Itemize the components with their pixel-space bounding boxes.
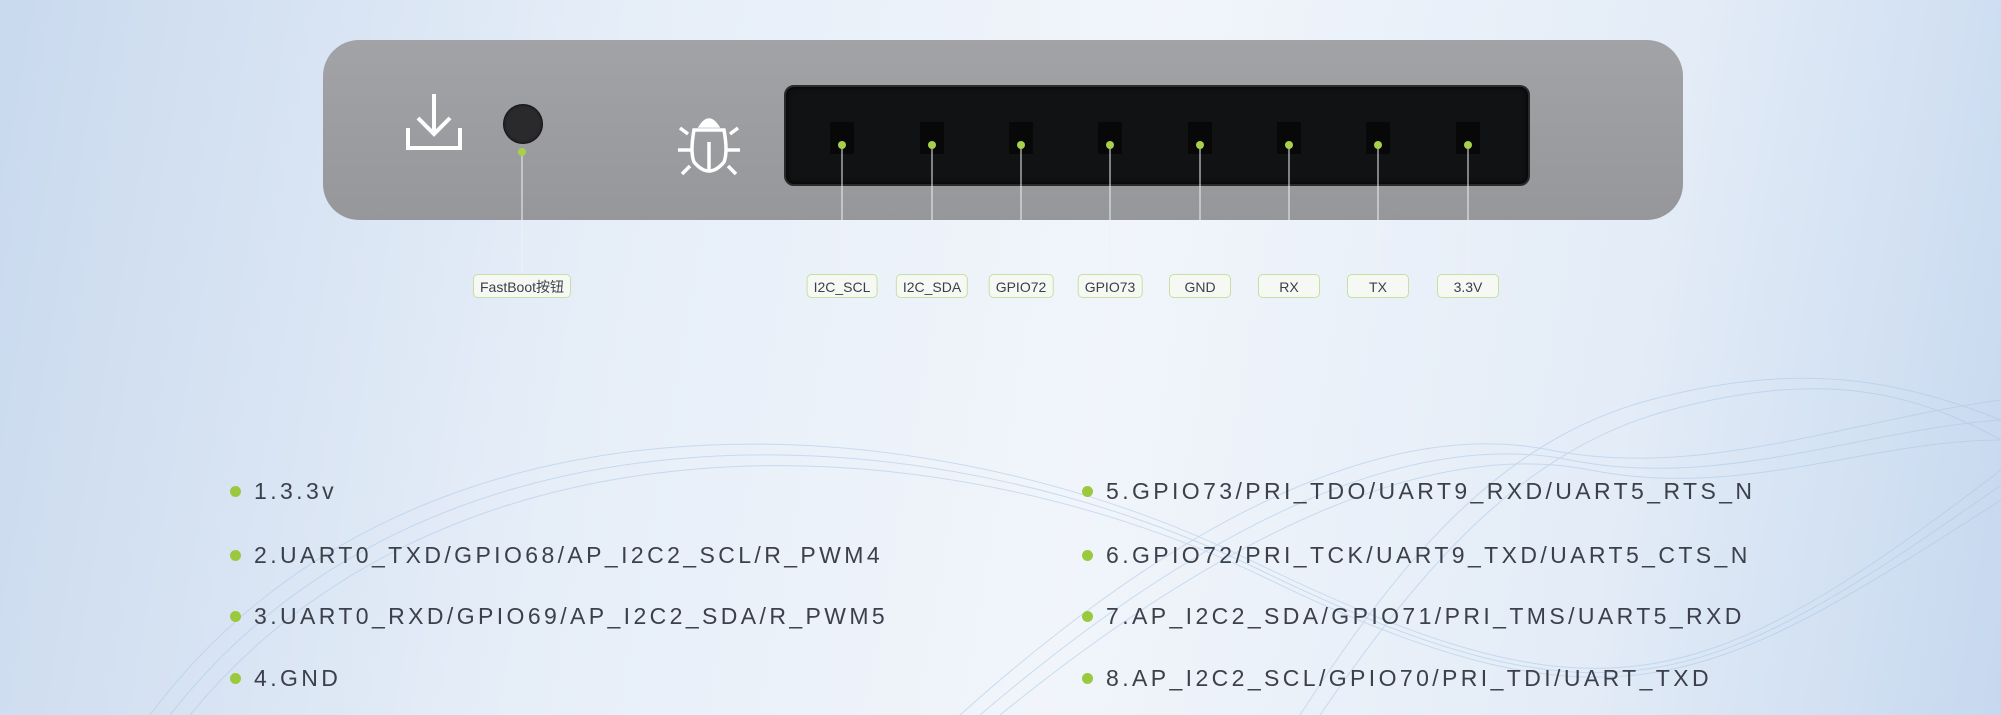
list-item-text: 2.UART0_TXD/GPIO68/AP_I2C2_SCL/R_PWM4 <box>254 541 884 568</box>
list-item-text: 5.GPIO73/PRI_TDO/UART9_RXD/UART5_RTS_N <box>1106 477 1756 504</box>
marker-dot <box>1017 141 1025 149</box>
debug-connector <box>784 85 1530 186</box>
bullet-icon <box>1082 672 1093 684</box>
leader-line <box>841 145 843 274</box>
pin-label: I2C_SDA <box>895 274 969 298</box>
list-item: 1.3.3v <box>230 476 337 506</box>
list-item: 8.AP_I2C2_SCL/GPIO70/PRI_TDI/UART_TXD <box>1082 663 1712 693</box>
bullet-icon <box>1082 485 1093 497</box>
bullet-icon <box>230 672 241 684</box>
leader-line <box>1377 145 1379 274</box>
bullet-icon <box>230 610 241 622</box>
leader-line <box>521 152 523 274</box>
list-item-text: 7.AP_I2C2_SDA/GPIO71/PRI_TMS/UART5_RXD <box>1106 602 1745 629</box>
marker-dot <box>1196 141 1204 149</box>
pin-label: GND <box>1169 274 1231 298</box>
list-item: 5.GPIO73/PRI_TDO/UART9_RXD/UART5_RTS_N <box>1082 476 1755 506</box>
leader-line <box>1109 145 1111 274</box>
bug-icon <box>678 118 740 176</box>
fastboot-button[interactable] <box>503 104 543 144</box>
pin-label: RX <box>1258 274 1320 298</box>
list-item: 4.GND <box>230 663 341 693</box>
leader-line <box>1199 145 1201 274</box>
list-item: 6.GPIO72/PRI_TCK/UART9_TXD/UART5_CTS_N <box>1082 540 1751 570</box>
leader-line <box>1467 145 1469 274</box>
list-item: 7.AP_I2C2_SDA/GPIO71/PRI_TMS/UART5_RXD <box>1082 601 1745 631</box>
leader-line <box>1020 145 1022 274</box>
bullet-icon <box>1082 549 1093 561</box>
fastboot-label: FastBoot按钮 <box>472 274 572 298</box>
marker-dot <box>1464 141 1472 149</box>
pin-label: TX <box>1347 274 1409 298</box>
leader-line <box>931 145 933 274</box>
marker-dot <box>518 148 526 156</box>
list-item-text: 1.3.3v <box>254 477 338 504</box>
list-item-text: 3.UART0_RXD/GPIO69/AP_I2C2_SDA/R_PWM5 <box>254 602 889 629</box>
pin-label: GPIO72 <box>988 274 1054 298</box>
list-item-text: 6.GPIO72/PRI_TCK/UART9_TXD/UART5_CTS_N <box>1106 541 1751 568</box>
marker-dot <box>838 141 846 149</box>
list-item-text: 8.AP_I2C2_SCL/GPIO70/PRI_TDI/UART_TXD <box>1106 664 1713 691</box>
list-item-text: 4.GND <box>254 664 342 691</box>
pin-label: GPIO73 <box>1077 274 1143 298</box>
bullet-icon <box>230 549 241 561</box>
bullet-icon <box>1082 610 1093 622</box>
pin-label: 3.3V <box>1437 274 1499 298</box>
marker-dot <box>928 141 936 149</box>
list-item: 3.UART0_RXD/GPIO69/AP_I2C2_SDA/R_PWM5 <box>230 601 888 631</box>
bullet-icon <box>230 485 241 497</box>
list-item: 2.UART0_TXD/GPIO68/AP_I2C2_SCL/R_PWM4 <box>230 540 883 570</box>
leader-line <box>1288 145 1290 274</box>
marker-dot <box>1106 141 1114 149</box>
download-icon <box>406 94 462 150</box>
marker-dot <box>1374 141 1382 149</box>
marker-dot <box>1285 141 1293 149</box>
pin-label: I2C_SCL <box>806 274 878 298</box>
